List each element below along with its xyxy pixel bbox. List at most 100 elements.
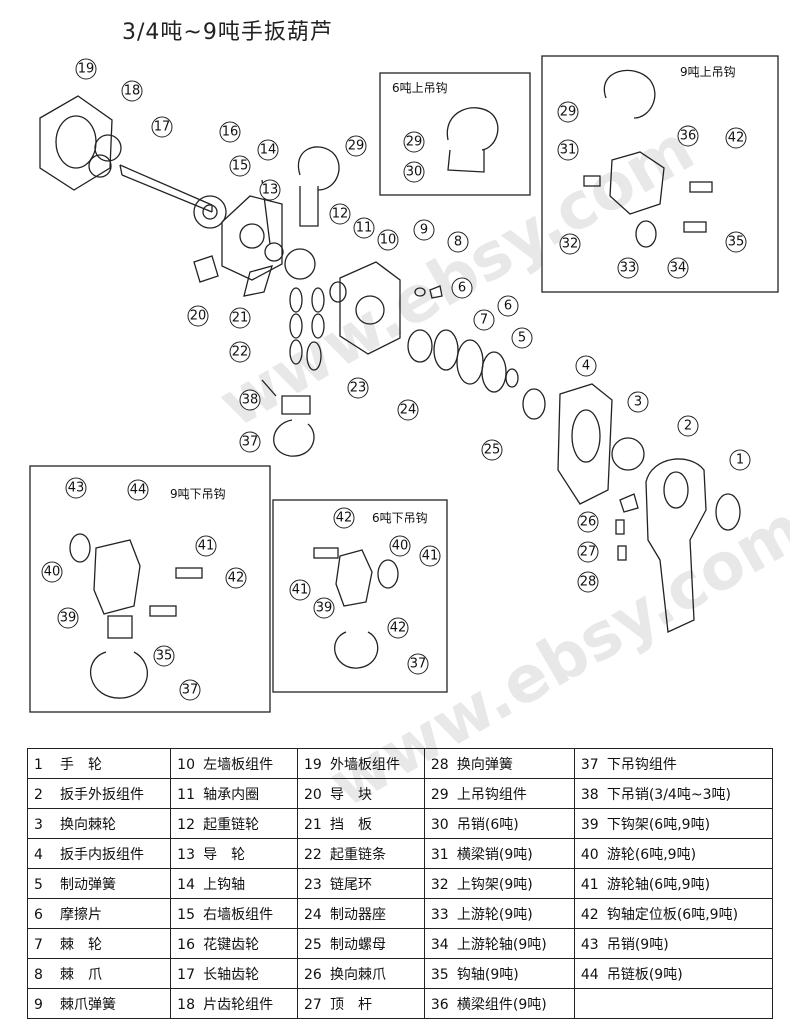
callout-circle-41b xyxy=(289,579,311,601)
callout-24: 24 xyxy=(400,403,417,418)
callout-circle-40b xyxy=(389,535,411,557)
callout-13: 13 xyxy=(262,183,279,198)
callout-29b: 29 xyxy=(406,135,423,150)
lower-hook-block xyxy=(281,395,311,415)
callout-35a: 35 xyxy=(728,235,745,250)
part-cell: 17 长轴齿轮 xyxy=(170,958,299,989)
callout-33: 33 xyxy=(620,261,637,276)
callout-14: 14 xyxy=(260,143,277,158)
part-number: 30 xyxy=(430,816,449,833)
part-number: 24 xyxy=(304,906,322,923)
callout-44: 44 xyxy=(130,483,147,498)
callout-circle-20 xyxy=(187,305,209,327)
part-name: 上钩架(9吨) xyxy=(456,876,533,893)
callout-circle-18 xyxy=(121,80,143,102)
part-name: 吊链板(9吨) xyxy=(606,966,683,983)
part-name: 挡 板 xyxy=(330,816,373,833)
part-number: 16 xyxy=(177,936,195,953)
part-number: 8 xyxy=(34,966,43,983)
part-number: 7 xyxy=(34,936,43,953)
part-number: 26 xyxy=(304,966,322,983)
callout-10: 10 xyxy=(380,233,397,248)
long-shaft-gear xyxy=(119,164,213,213)
part-number: 43 xyxy=(580,936,599,953)
part-number: 41 xyxy=(580,876,599,893)
part-name: 花键齿轮 xyxy=(203,936,260,953)
callout-circle-30 xyxy=(403,161,425,183)
inset-9t-lower-hook-axle xyxy=(149,605,177,617)
callout-11: 11 xyxy=(356,221,373,236)
inset-9t-sheave-axle xyxy=(683,221,707,233)
part-number: 5 xyxy=(34,876,43,893)
inset-6t-lower-hook xyxy=(334,631,379,669)
callout-39b: 39 xyxy=(316,601,333,616)
inset-9t-lower-block xyxy=(107,615,133,639)
callout-41c: 41 xyxy=(422,549,439,564)
callout-circle-17 xyxy=(151,116,173,138)
callout-circle-28 xyxy=(577,571,599,593)
part-number: 17 xyxy=(177,966,195,983)
baffle-plate xyxy=(243,265,273,297)
part-number: 4 xyxy=(34,846,43,863)
guide-wheel xyxy=(264,242,284,262)
part-name: 外墙板组件 xyxy=(330,756,401,773)
part-cell: 32 上钩架(9吨) xyxy=(423,868,575,899)
callout-circle-15 xyxy=(229,155,251,177)
reversing-spring xyxy=(617,545,627,561)
part-number: 44 xyxy=(580,966,599,983)
inset-9t-lower-sheave xyxy=(69,533,91,563)
callout-37b: 37 xyxy=(182,683,199,698)
callout-circle-42a xyxy=(725,127,747,149)
callout-circle-1 xyxy=(729,449,751,471)
part-name: 长轴齿轮 xyxy=(203,966,260,983)
part-name: 横梁组件(9吨) xyxy=(456,996,547,1013)
callout-circle-14 xyxy=(257,139,279,161)
callout-circle-34 xyxy=(667,257,689,279)
spline-gear xyxy=(193,195,227,229)
load-chain xyxy=(289,287,325,365)
inset-6t-lower-sheave xyxy=(377,559,399,589)
callout-circle-19 xyxy=(75,58,97,80)
inset-frame-6t-upper xyxy=(379,72,531,196)
callout-30: 30 xyxy=(406,165,423,180)
part-number: 22 xyxy=(304,846,322,863)
brake-nut xyxy=(522,388,546,420)
callout-32: 32 xyxy=(562,237,579,252)
inset-6t-lower-axle xyxy=(313,547,339,559)
part-name: 游轮(6吨,9吨) xyxy=(606,846,697,863)
part-name: 上吊钩组件 xyxy=(456,786,527,803)
callout-26: 26 xyxy=(580,515,597,530)
part-name: 上钩轴 xyxy=(203,876,246,893)
part-name: 棘爪弹簧 xyxy=(60,996,116,1013)
part-cell: 44 吊链板(9吨) xyxy=(573,958,774,989)
callout-4: 4 xyxy=(582,359,590,374)
part-name: 吊销(9吨) xyxy=(606,936,669,953)
outer-wall-plate xyxy=(39,95,113,191)
callout-circle-4 xyxy=(575,355,597,377)
part-name: 右墙板组件 xyxy=(203,906,274,923)
callout-42c: 42 xyxy=(336,511,353,526)
callout-circle-21 xyxy=(229,307,251,329)
part-number: 33 xyxy=(430,906,449,923)
part-number: 29 xyxy=(430,786,449,803)
part-name: 下吊钩组件 xyxy=(606,756,677,773)
callout-42b: 42 xyxy=(228,571,245,586)
callout-circle-8 xyxy=(447,231,469,253)
inset-9t-upper-sheave xyxy=(635,220,657,248)
part-number: 9 xyxy=(34,996,43,1013)
load-sheave xyxy=(284,248,316,280)
inset-frame-9t-upper xyxy=(541,55,779,293)
part-number: 32 xyxy=(430,876,449,893)
